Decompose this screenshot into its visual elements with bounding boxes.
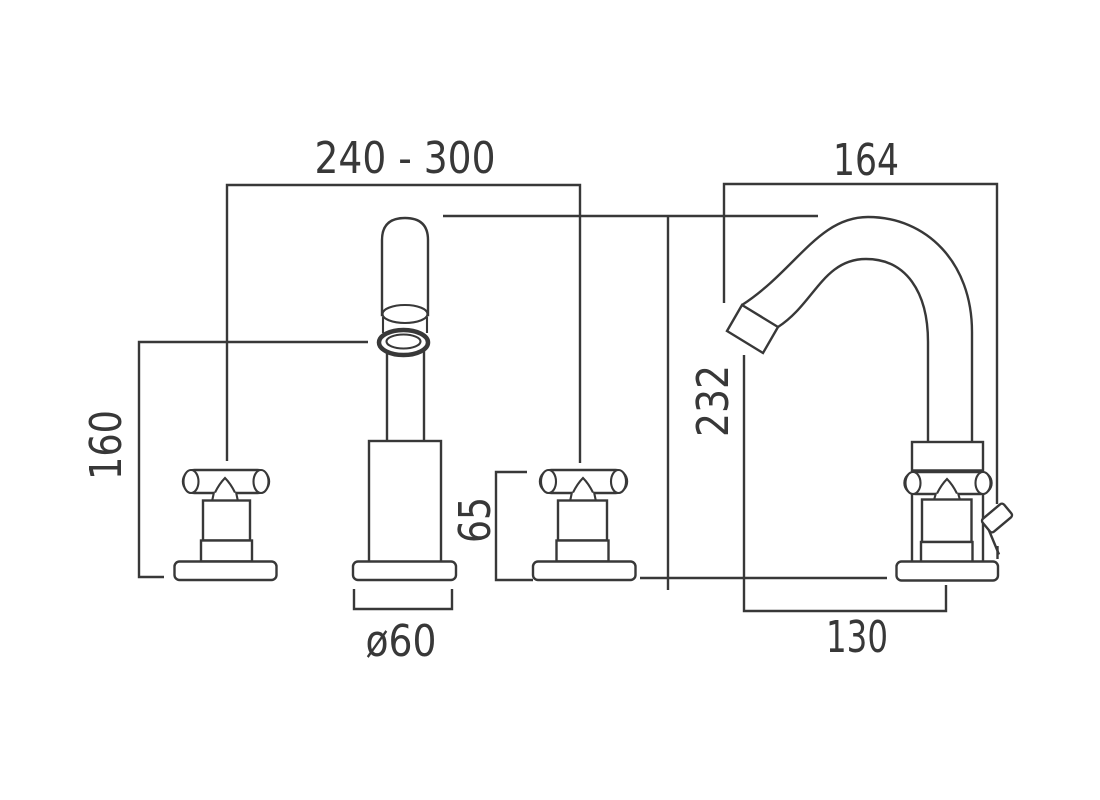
label-handle-height: 65 [450,497,501,543]
right-tap-side-lever [980,502,1014,534]
second-cross-handle [531,468,637,582]
middle-tap-collar-rim [381,303,429,325]
dimension-labels: 240 - 300 164 160 232 65 ø60 130 [81,133,899,667]
left-handle-upper-body [201,499,252,542]
left-handle-lower-body [199,539,254,563]
middle-tap-spout-column [380,216,430,317]
right-handle-cross-point [936,477,958,494]
middle-tap-outlet-inner-ring [385,333,422,350]
dim-aerator-height-bracket [137,340,368,579]
label-centres-range: 240 - 300 [315,133,496,184]
dim-spout-projection-bracket [742,355,948,613]
right-handle-bar-end-right [974,470,992,496]
right-tap-cartridge-lower [919,540,974,564]
right-tap-spout-outer-curve [741,215,974,444]
second-handle-base-flange [531,560,637,582]
left-handle-notch-mask [214,490,236,496]
dimension-lines [137,182,999,613]
middle-tap [351,216,458,582]
second-handle-upper-body [556,499,609,542]
left-handle-bar-end-left [182,468,200,495]
second-handle-bar-end-right [609,468,628,495]
left-cross-handle [173,468,278,582]
right-tap [725,215,1014,582]
dim-base-diameter-bracket [352,589,454,611]
middle-tap-body [367,439,443,564]
left-handle-base-flange [173,560,278,582]
middle-tap-base-flange [351,560,458,582]
label-spout-height: 232 [688,365,739,437]
second-handle-bar-end-left [539,468,558,495]
right-handle-bar-end-left [904,470,922,496]
left-handle-bar-end-right [252,468,270,495]
dim-centres-range-bracket [225,183,582,463]
second-handle-notch-mask [572,490,594,496]
right-tap-spout-aerator-tip [725,303,780,355]
middle-tap-tube [385,350,426,443]
right-handle-notch-mask [936,491,958,497]
right-tap-base-flange [895,560,1000,582]
second-handle-cross-point [572,476,594,493]
label-aerator-height: 160 [81,410,132,480]
right-tap-cartridge-upper [920,498,973,544]
label-spout-reach: 164 [833,135,899,186]
right-tap-spout-inner-curve [777,257,930,444]
left-handle-cross-point [214,476,236,493]
dim-spout-reach-bracket [722,182,999,504]
second-handle-lower-body [555,539,610,563]
label-spout-projection: 130 [826,612,888,663]
label-base-diameter: ø60 [366,616,437,667]
middle-tap-collar-sides [381,317,429,333]
dim-handle-height-bracket [494,470,533,582]
